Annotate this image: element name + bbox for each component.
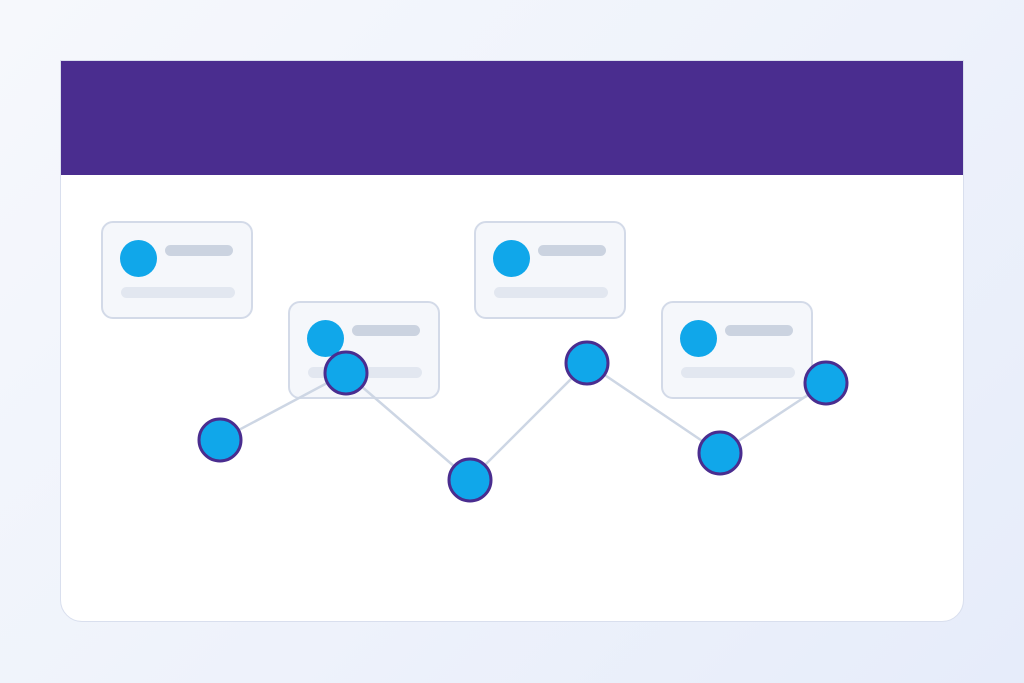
card-title-placeholder	[165, 245, 233, 256]
graph-nodes	[197, 340, 849, 503]
card-title-placeholder	[352, 325, 420, 336]
graph-edge-3	[469, 362, 588, 481]
avatar-icon	[307, 320, 344, 357]
window-header-bar	[61, 61, 963, 175]
graph-node-5[interactable]	[697, 430, 743, 476]
card-title-placeholder	[538, 245, 606, 256]
card-1[interactable]	[101, 221, 253, 319]
graph-node-4[interactable]	[564, 340, 610, 386]
graph-node-6[interactable]	[803, 360, 849, 406]
graph-node-3[interactable]	[447, 457, 493, 503]
card-body-placeholder	[121, 287, 235, 298]
graph-edge-1	[219, 371, 347, 442]
graph-node-1[interactable]	[197, 417, 243, 463]
app-window	[60, 60, 964, 622]
avatar-icon	[680, 320, 717, 357]
card-body-placeholder	[494, 287, 608, 298]
graph-edge-4	[586, 361, 721, 455]
card-body-placeholder	[681, 367, 795, 378]
avatar-icon	[493, 240, 530, 277]
card-3[interactable]	[474, 221, 626, 319]
avatar-icon	[120, 240, 157, 277]
graph-edge-2	[345, 372, 471, 481]
card-4[interactable]	[661, 301, 813, 399]
card-title-placeholder	[725, 325, 793, 336]
graph-node-2[interactable]	[323, 350, 369, 396]
